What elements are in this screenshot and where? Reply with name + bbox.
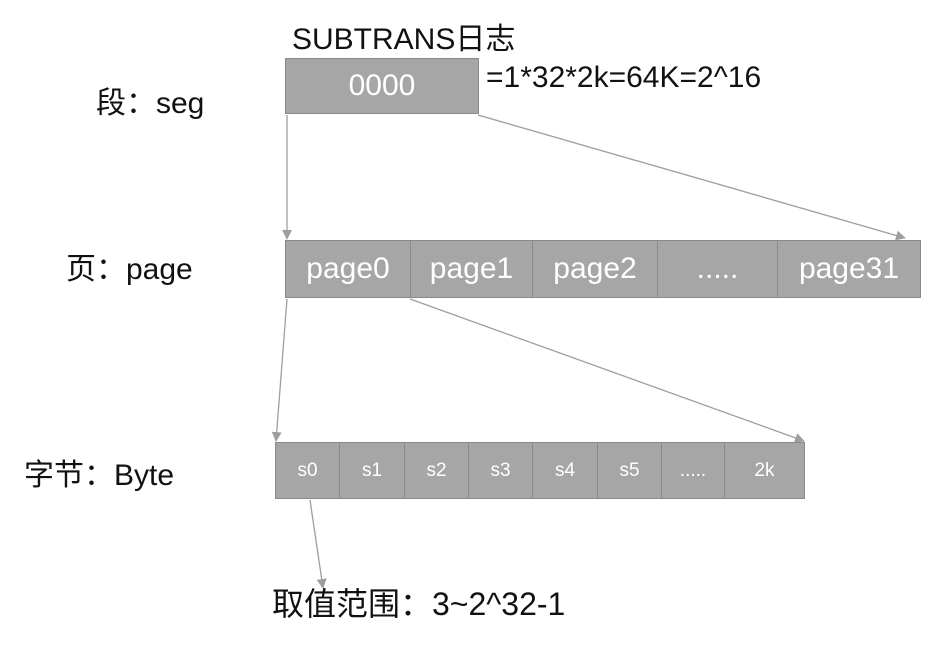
page-cell-1: page1 <box>411 240 533 298</box>
byte-cell-s3: s3 <box>469 442 533 499</box>
arrow-page0-to-2k <box>409 298 805 443</box>
byte-cell-ellipsis: ..... <box>662 442 725 499</box>
page-cell-ellipsis: ..... <box>658 240 778 298</box>
page-level-label: 页：page <box>66 253 193 286</box>
arrow-page0-to-s0 <box>271 298 288 442</box>
byte-cell-s4: s4 <box>533 442 598 499</box>
byte-cell-s0: s0 <box>275 442 340 499</box>
segment-box: 0000 <box>285 58 479 114</box>
byte-cell-2k: 2k <box>725 442 805 499</box>
byte-level-label: 字节：Byte <box>24 459 175 492</box>
byte-row: s0 s1 s2 s3 s4 s5 ..... 2k <box>275 442 805 499</box>
byte-cell-s2: s2 <box>405 442 469 499</box>
byte-cell-s1: s1 <box>340 442 405 499</box>
page-cell-2: page2 <box>533 240 658 298</box>
page-row: page0 page1 page2 ..... page31 <box>285 240 921 298</box>
page-cell-0: page0 <box>285 240 411 298</box>
page-cell-31: page31 <box>778 240 921 298</box>
arrow-s0-to-range <box>309 499 327 589</box>
segment-level-label: 段：seg <box>96 87 205 120</box>
arrow-seg-to-page31 <box>477 114 906 241</box>
size-formula: =1*32*2k=64K=2^16 <box>486 61 762 94</box>
byte-cell-s5: s5 <box>598 442 662 499</box>
value-range-text: 取值范围：3~2^32-1 <box>272 586 566 622</box>
diagram-title: SUBTRANS日志 <box>292 23 516 56</box>
